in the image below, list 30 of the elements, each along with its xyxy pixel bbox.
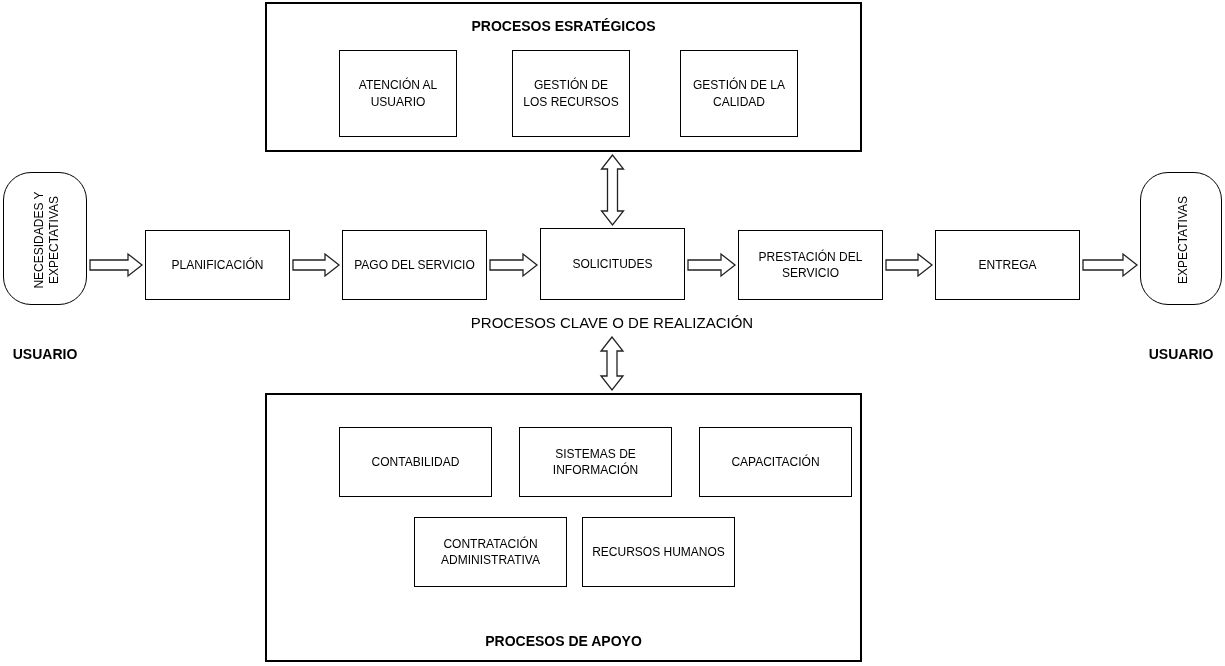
block-arrow [885,252,934,278]
block-arrow [687,252,737,278]
process-box: CONTRATACIÓN ADMINISTRATIVA [414,517,567,587]
process-box: GESTIÓN DE LOS RECURSOS [512,50,630,137]
process-box: SOLICITUDES [540,228,685,300]
block-arrow [292,252,341,278]
group-title: PROCESOS ESRATÉGICOS [470,17,657,36]
process-group-box [265,393,862,662]
process-box: SISTEMAS DE INFORMACIÓN [519,427,672,497]
process-box: CONTABILIDAD [339,427,492,497]
actor-label: USUARIO [1147,345,1215,364]
process-box: PLANIFICACIÓN [145,230,290,300]
vertical-label: NECESIDADES Y EXPECTATIVAS [31,189,61,291]
block-arrow [599,335,625,392]
process-box: ENTREGA [935,230,1080,300]
section-label: PROCESOS CLAVE O DE REALIZACIÓN [470,312,754,333]
vertical-label: EXPECTATIVAS [1174,194,1190,286]
process-box: CAPACITACIÓN [699,427,852,497]
process-group-box [265,2,862,152]
process-box: PAGO DEL SERVICIO [342,230,487,300]
group-title: PROCESOS DE APOYO [484,632,643,651]
process-box: GESTIÓN DE LA CALIDAD [680,50,798,137]
block-arrow [1082,252,1139,278]
process-box: ATENCIÓN AL USUARIO [339,50,457,137]
block-arrow [600,153,625,227]
actor-label: USUARIO [11,345,79,364]
process-box: PRESTACIÓN DEL SERVICIO [738,230,883,300]
block-arrow [89,252,144,278]
block-arrow [489,252,539,278]
process-box: RECURSOS HUMANOS [582,517,735,587]
